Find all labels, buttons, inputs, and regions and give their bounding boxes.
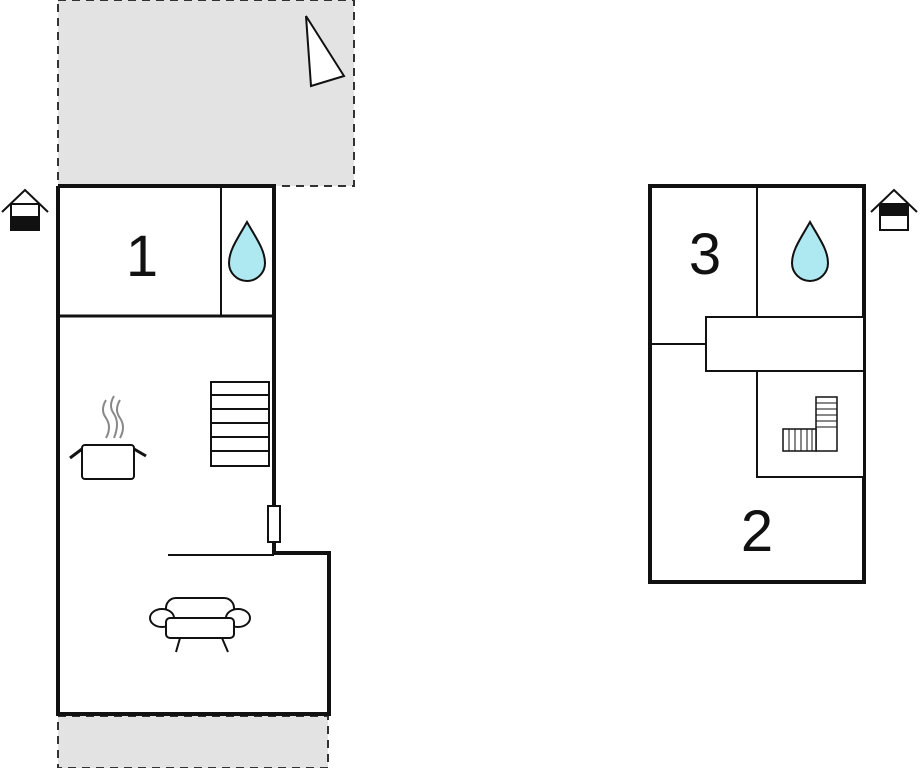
house-entrance-icon xyxy=(870,188,918,231)
upper-floor xyxy=(648,184,866,584)
room-1-label: 1 xyxy=(126,224,158,289)
sofa-icon xyxy=(149,597,251,653)
stairs-icon xyxy=(782,396,838,452)
stairwell xyxy=(756,370,865,478)
water-drop-icon xyxy=(790,219,830,282)
stairs-icon xyxy=(210,381,270,467)
corridor xyxy=(705,316,865,372)
ground-floor xyxy=(56,184,331,716)
water-drop-icon xyxy=(227,219,267,282)
terrace-bottom xyxy=(57,715,329,768)
terrace-top xyxy=(57,0,355,187)
house-entrance-icon xyxy=(1,188,49,231)
cooking-pot-icon xyxy=(69,395,147,480)
ground-floor-outline xyxy=(56,184,331,716)
room-2-label: 2 xyxy=(741,499,773,564)
room-3-label: 3 xyxy=(689,222,721,287)
north-arrow-icon xyxy=(305,15,346,88)
door-marker xyxy=(267,505,281,543)
